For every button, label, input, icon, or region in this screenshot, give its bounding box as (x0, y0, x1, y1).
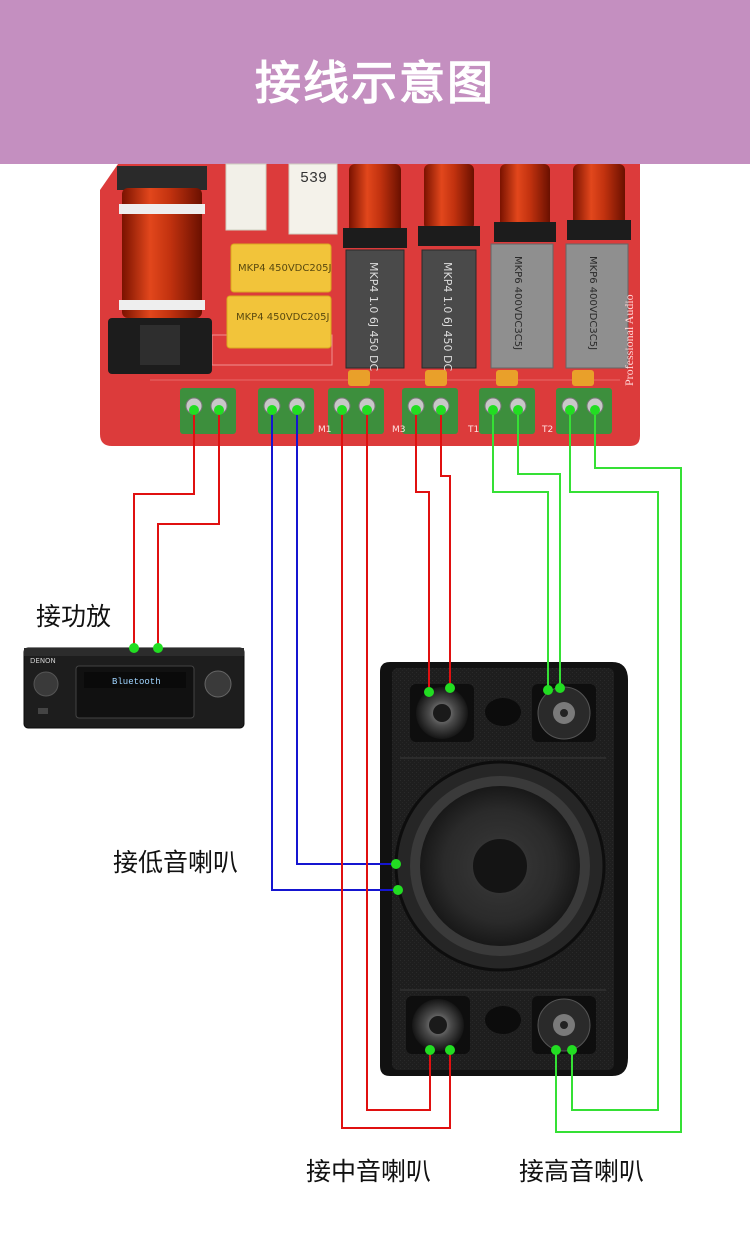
inductor-1 (343, 164, 407, 248)
node-dot (214, 405, 224, 415)
terminal-mark: T1 (467, 425, 479, 435)
inductor-3 (494, 164, 556, 242)
capacitor-yellow-2-text: MKP4 450VDC205J (236, 312, 329, 323)
node-dot (488, 405, 498, 415)
volume-knob-icon (33, 671, 59, 697)
node-dot (543, 685, 553, 695)
midrange-driver-top (410, 684, 474, 742)
node-dot (362, 405, 372, 415)
wires (133, 410, 682, 1133)
node-dot (436, 405, 446, 415)
capacitor-grey-2: MKP6 400VDC3C5J (565, 243, 629, 369)
node-dot (337, 405, 347, 415)
connection-nodes (129, 405, 600, 1055)
node-dot (445, 1045, 455, 1055)
node-dot (153, 643, 163, 653)
wire-woofer-1 (271, 410, 398, 891)
bass-port-top (485, 698, 521, 726)
terminal-tweeter-2 (556, 388, 612, 434)
node-dot (565, 405, 575, 415)
node-dot (424, 687, 434, 697)
capacitor-yellow-2: MKP4 450VDC205J (226, 295, 332, 349)
node-dot (425, 1045, 435, 1055)
wire-mid-2 (366, 410, 431, 1111)
inductor-2 (418, 164, 480, 246)
capacitor-yellow-1: MKP4 450VDC205J (230, 243, 332, 293)
input-knob-icon (204, 670, 232, 698)
inductor-4 (567, 164, 631, 240)
node-dot (189, 405, 199, 415)
label-woofer: 接低音喇叭 (113, 848, 239, 877)
wire-amplifier-2 (157, 410, 220, 648)
capacitor-grey-1-text: MKP6 400VDC3C5J (512, 256, 523, 350)
node-dot (551, 1045, 561, 1055)
wire-amplifier-1 (133, 410, 195, 648)
capacitor-dark-1-text: MKP4 1.0 6J 450 DC (367, 262, 380, 372)
capacitor-dark-1: MKP4 1.0 6J 450 DC (345, 249, 405, 372)
receiver-brand-text: DENON (30, 657, 56, 665)
resistor-2 (288, 163, 338, 235)
resistor-1 (225, 163, 267, 231)
terminal-woofer (258, 388, 314, 434)
wire-mid-1 (341, 410, 451, 1129)
node-dot (411, 405, 421, 415)
node-dot (267, 405, 277, 415)
tweeter-driver-top (532, 684, 596, 742)
node-dot (590, 405, 600, 415)
terminal-mid-2 (402, 388, 458, 434)
wire-tweeter-4 (555, 410, 682, 1133)
node-dot (393, 885, 403, 895)
wire-tweeter-2 (517, 410, 561, 688)
label-tweeter: 接高音喇叭 (519, 1157, 645, 1186)
capacitor-grey-2-text: MKP6 400VDC3C5J (587, 256, 598, 350)
wire-tweeter-3 (569, 410, 659, 1111)
wire-woofer-2 (296, 410, 396, 865)
receiver-display-text: Bluetooth (112, 677, 161, 687)
header-banner: 接线示意图 (0, 0, 750, 164)
bass-port-bottom (485, 1006, 521, 1034)
resistor-value-text: 539 (300, 170, 327, 187)
woofer-driver (394, 760, 606, 972)
label-amplifier: 接功放 (36, 602, 112, 631)
node-dot (555, 683, 565, 693)
terminal-tweeter-1 (479, 388, 535, 434)
node-dot (513, 405, 523, 415)
small-component (572, 370, 594, 386)
speaker-cabinet (380, 662, 628, 1076)
node-dot (391, 859, 401, 869)
terminal-amplifier (180, 388, 236, 434)
terminal-mid-1 (328, 388, 384, 434)
label-midrange: 接中音喇叭 (306, 1157, 432, 1186)
node-dot (567, 1045, 577, 1055)
wire-tweeter-1 (492, 410, 549, 690)
small-component (348, 370, 370, 386)
page-title: 接线示意图 (255, 56, 495, 110)
wire-mid-4 (440, 410, 451, 688)
amplifier-receiver: Bluetooth DENON (23, 647, 245, 729)
wire-mid-3 (415, 410, 430, 692)
terminal-mark: M1 (318, 425, 332, 435)
capacitor-grey-1: MKP6 400VDC3C5J (490, 243, 554, 369)
midrange-driver-bottom (406, 996, 470, 1054)
small-component (425, 370, 447, 386)
capacitor-dark-2: MKP4 1.0 6J 450 DC (421, 249, 477, 372)
silkscreen-text: Professional Audio (622, 294, 636, 386)
node-dot (292, 405, 302, 415)
capacitor-dark-2-text: MKP4 1.0 6J 450 DC (441, 262, 454, 372)
terminal-mark: M3 (392, 425, 406, 435)
capacitor-yellow-1-text: MKP4 450VDC205J (238, 263, 331, 274)
node-dot (129, 643, 139, 653)
node-dot (445, 683, 455, 693)
tweeter-driver-bottom (532, 996, 596, 1054)
small-component (496, 370, 518, 386)
inductor-large (108, 166, 212, 374)
terminal-mark: T2 (541, 425, 553, 435)
crossover-board: 539 MKP4 450VDC205J MKP4 450VDC205J (100, 163, 640, 446)
